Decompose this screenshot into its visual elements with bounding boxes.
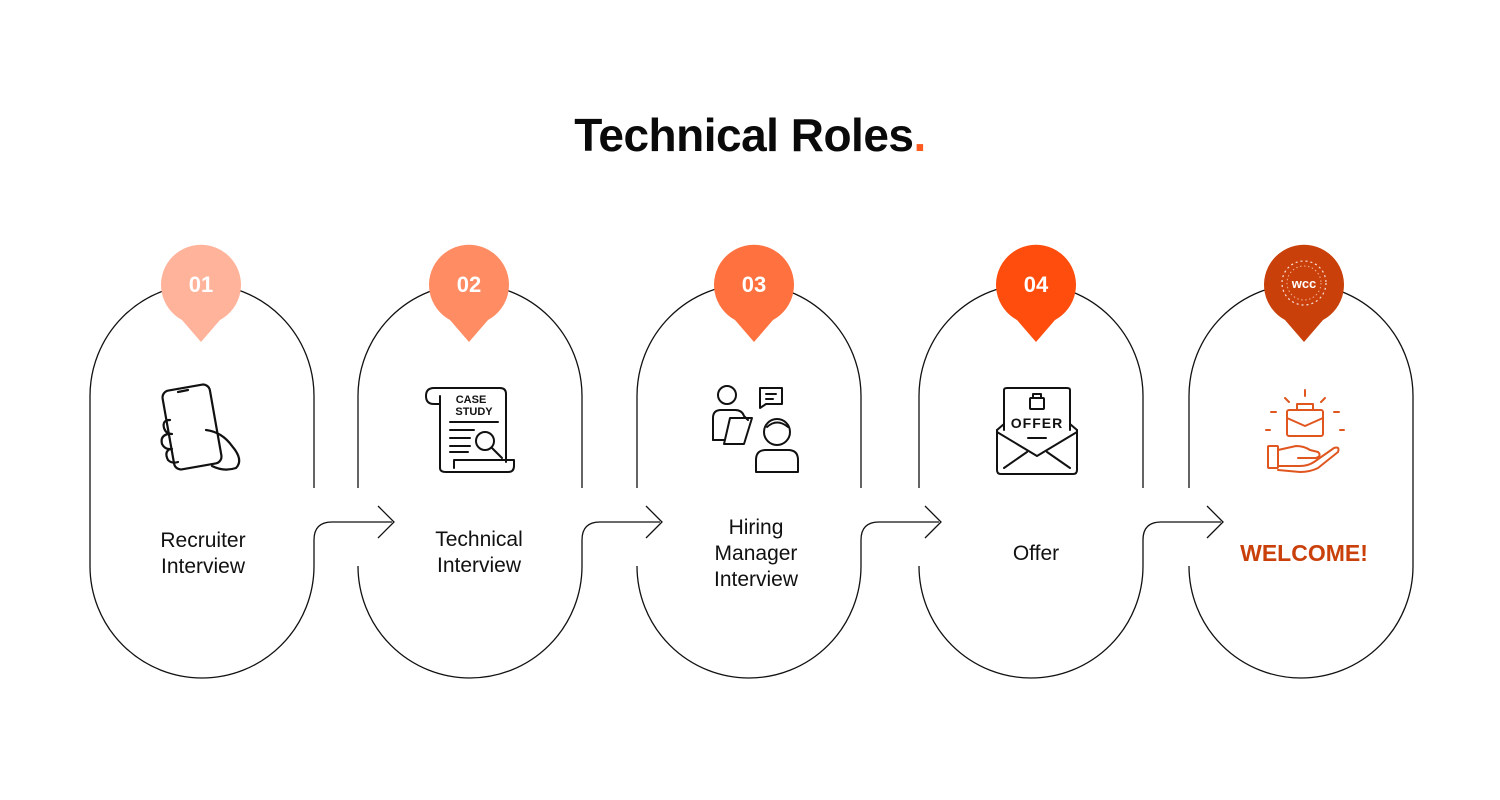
step-5-badge: wcc <box>1264 244 1344 342</box>
connector-3-4 <box>860 505 942 566</box>
step-2-pill <box>357 283 583 679</box>
step-5-pill <box>1188 283 1414 679</box>
step-1-number: 01 <box>189 272 213 297</box>
connector-1-2 <box>313 505 395 566</box>
step-3-pill <box>636 283 862 679</box>
step-2-badge: 02 <box>429 244 510 342</box>
step-4-number: 04 <box>1024 272 1049 297</box>
svg-text:OFFER: OFFER <box>1011 415 1063 431</box>
step-5-badge-shape <box>1264 244 1344 342</box>
step-2-badge-shape <box>429 244 510 342</box>
interview-people-icon <box>712 385 799 473</box>
connector-2-3 <box>581 505 663 566</box>
step-1-pill <box>89 283 315 679</box>
case-study-icon: CASE STUDY <box>425 387 515 473</box>
step-3-badge: 03 <box>714 244 794 342</box>
wcc-logo-text: wcc <box>1291 276 1317 291</box>
step-4-label: Offer <box>1012 542 1060 565</box>
step-5-label: WELCOME! <box>1240 540 1368 566</box>
step-4-badge-shape <box>996 244 1077 342</box>
step-4-badge: 04 <box>996 244 1077 342</box>
briefcase-hand-icon <box>1265 389 1345 473</box>
svg-text:CASE: CASE <box>456 394 487 406</box>
step-1-badge: 01 <box>160 244 241 342</box>
step-3-number: 03 <box>742 272 766 297</box>
step-3-badge-shape <box>714 244 794 342</box>
title-text: Technical Roles <box>574 109 914 161</box>
phone-hand-icon <box>160 383 241 471</box>
step-4-pill <box>918 283 1144 679</box>
page-title: Technical Roles. <box>0 108 1500 162</box>
svg-text:STUDY: STUDY <box>455 406 493 418</box>
title-dot: . <box>913 109 927 161</box>
step-2-number: 02 <box>457 272 481 297</box>
wcc-logo-icon: wcc <box>1281 260 1327 306</box>
connector-4-5 <box>1142 505 1224 566</box>
step-1-badge-shape <box>160 244 241 342</box>
offer-letter-icon: OFFER <box>996 387 1078 475</box>
